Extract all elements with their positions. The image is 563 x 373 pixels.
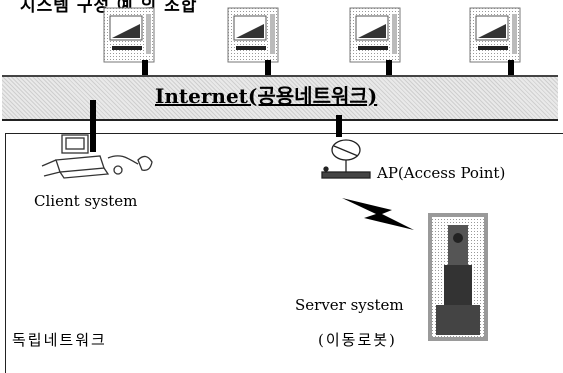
connector-line [508, 60, 514, 80]
connector-line [336, 115, 342, 137]
lower-diagram [41, 100, 488, 341]
diagram-canvas [103, 7, 521, 80]
computer-icon [349, 7, 401, 63]
wireless-signal-icon [342, 198, 414, 230]
access-point-icon [321, 139, 371, 179]
computer-icon [469, 7, 521, 63]
server-label: Server system [295, 296, 404, 314]
computer-icon [227, 7, 279, 63]
ap-label: AP(Access Point) [377, 164, 506, 182]
local-network-region [5, 133, 563, 373]
client-label: Client system [34, 192, 138, 210]
computer-icon [103, 7, 155, 63]
internet-label: Internet(공용네트워크) [155, 84, 378, 108]
client-pc-icon [41, 134, 153, 179]
server-sublabel: (이동로봇) [318, 331, 397, 349]
robot-image [428, 213, 488, 341]
connector-line [265, 60, 271, 80]
connector-line [386, 60, 392, 80]
connector-line [90, 100, 96, 152]
local-network-label: 독립네트워크 [12, 331, 107, 349]
connector-line [142, 60, 148, 80]
